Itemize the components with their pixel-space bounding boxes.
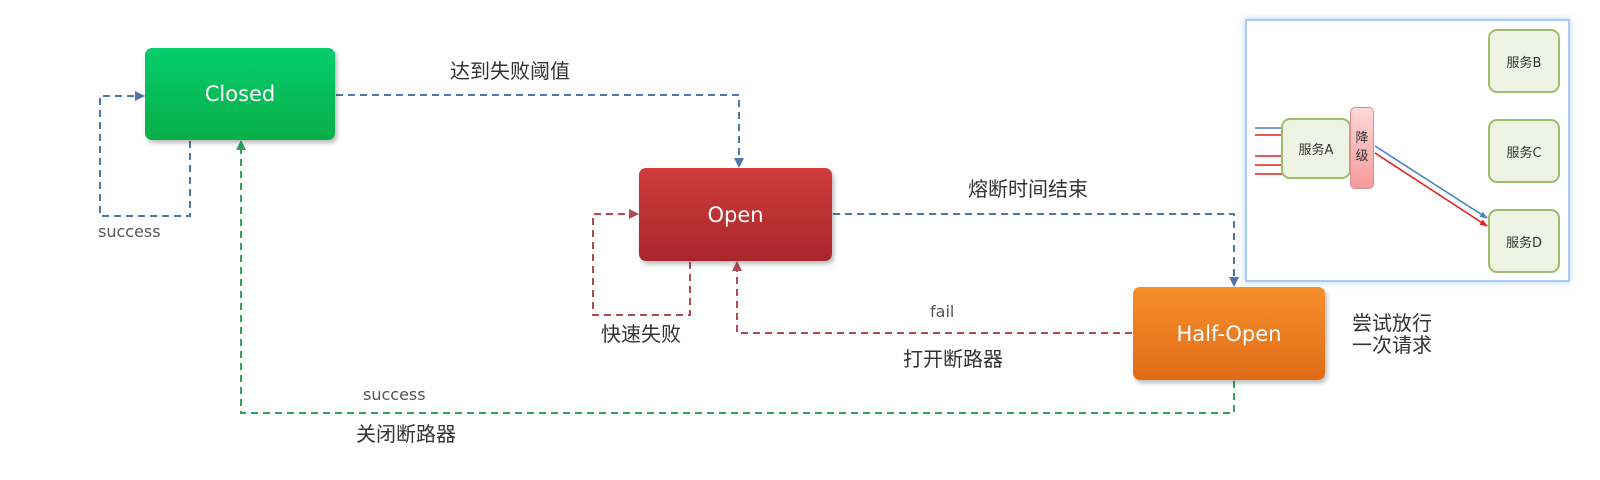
degrade-char-2: 级 [1355,149,1369,164]
service-c-label: 服务C [1506,145,1542,161]
closed-self-loop-label: success [98,222,161,241]
half-open-to-closed-label-bottom: 关闭断路器 [356,422,456,446]
closed-to-open-arrow [336,94,744,168]
service-a-label: 服务A [1298,143,1334,158]
inset-forward-arrow-normal [1374,145,1488,219]
service-a-node: 服务A [1281,118,1351,179]
state-half-open[interactable]: Half-Open [1133,287,1325,380]
degrade-label: 降级 [1355,130,1368,166]
inset-forward-arrow-failed [1374,152,1488,227]
half-open-note-line-1: 尝试放行 [1352,311,1432,335]
open-self-loop-label: 快速失败 [601,322,681,346]
state-closed[interactable]: Closed [145,48,335,140]
degradation-inset-panel: 服务A 降级 服务B 服务C 服务D [1245,19,1570,282]
half-open-note-line-2: 一次请求 [1352,333,1432,357]
service-b-label: 服务B [1506,55,1542,71]
half-open-to-open-label-top: fail [930,302,955,321]
state-half-open-label: Half-Open [1176,321,1282,346]
service-d-node: 服务D [1488,209,1560,273]
half-open-note: 尝试放行 一次请求 [1352,312,1432,356]
state-open-label: Open [707,202,764,227]
open-self-loop-arrow [592,209,691,316]
open-to-half-open-label: 熔断时间结束 [968,177,1088,201]
open-to-half-open-arrow [833,213,1239,287]
half-open-to-open-label-bottom: 打开断路器 [903,347,1003,371]
service-b-node: 服务B [1488,29,1560,93]
half-open-to-closed-arrow [236,140,1235,414]
closed-to-open-label: 达到失败阈值 [450,59,570,83]
degrade-char-1: 降 [1355,131,1369,146]
state-open[interactable]: Open [639,168,832,261]
closed-self-loop-arrow [99,91,191,217]
service-c-node: 服务C [1488,119,1560,183]
half-open-to-open-arrow [732,261,1132,334]
service-d-label: 服务D [1505,235,1542,251]
half-open-to-closed-label-top: success [363,385,426,404]
degrade-node: 降级 [1350,107,1374,189]
state-closed-label: Closed [204,82,276,106]
